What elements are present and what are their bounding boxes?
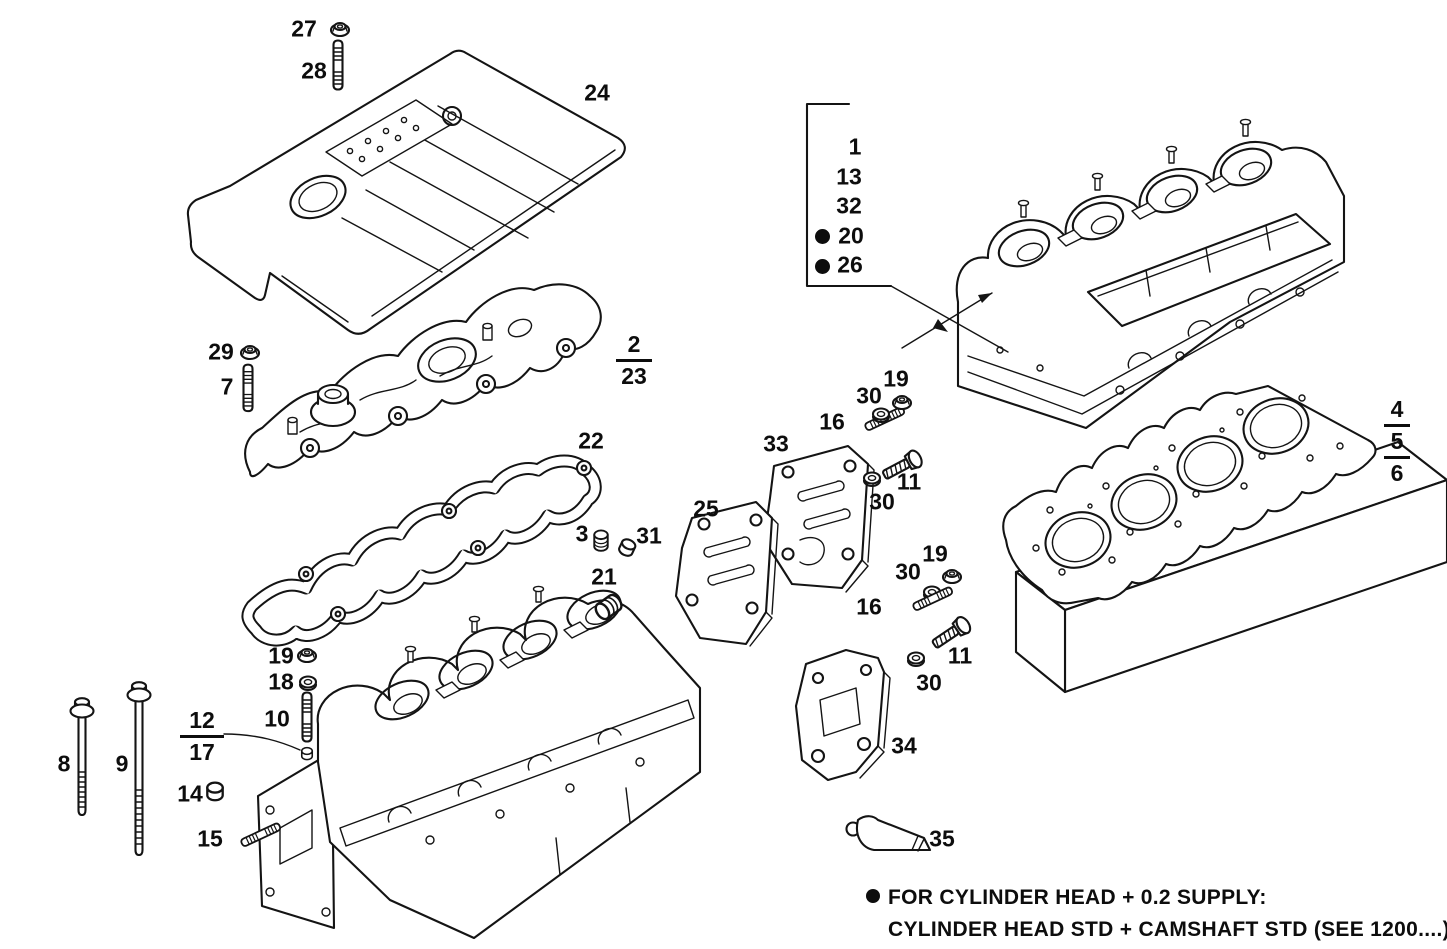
bolt-9-icon	[126, 681, 152, 857]
part-label-29: 29	[208, 338, 234, 365]
mounting-plate-25-art	[674, 500, 779, 647]
cup-plug-31-icon	[616, 536, 638, 559]
part-label-16: 16	[819, 408, 845, 435]
washer-18-icon	[298, 675, 318, 692]
nut-19-icon	[296, 647, 318, 664]
stud-7-icon	[242, 363, 254, 413]
footnote-bullet-icon	[866, 889, 880, 903]
leader-12-17	[223, 733, 301, 751]
plug-12-17-icon	[300, 746, 314, 761]
callout-1: 1	[848, 133, 862, 160]
mounting-plate-33-art	[762, 444, 875, 593]
bracket-34-art	[794, 648, 891, 782]
stud-10-icon	[301, 691, 313, 743]
head-gasket-art	[1002, 384, 1377, 605]
part-label-18: 18	[268, 668, 294, 695]
part-label-11: 11	[896, 468, 922, 495]
engine-cover-art	[186, 49, 626, 335]
washer-30b-icon	[862, 471, 882, 488]
washer-30d-icon	[906, 651, 926, 668]
part-label-30d: 30	[916, 669, 942, 696]
stud-28-icon	[332, 39, 344, 91]
callout-bracket	[223, 102, 1009, 751]
part-label-31: 31	[636, 522, 662, 549]
part-label-19: 19	[268, 642, 294, 669]
nut-27-icon	[329, 21, 351, 38]
plug-3-icon	[593, 529, 609, 552]
part-label-10: 10	[264, 705, 290, 732]
cup-plug-14-icon	[206, 781, 224, 802]
part-label-14: 14	[177, 780, 203, 807]
part-label-8: 8	[57, 750, 71, 777]
part-label-19c: 19	[922, 540, 948, 567]
part-label-30: 30	[856, 382, 882, 409]
part-label-11b: 11	[947, 642, 973, 669]
part-label-24: 24	[584, 79, 610, 106]
bolt-8-icon	[69, 697, 95, 817]
part-label-30c: 30	[895, 558, 921, 585]
part-label-22: 22	[578, 427, 604, 454]
part-label-21: 21	[591, 563, 617, 590]
nut-19c-icon	[941, 568, 963, 585]
part-label-28: 28	[301, 57, 327, 84]
part-label-35: 35	[929, 825, 955, 852]
bullet-dot-26	[815, 259, 830, 274]
washer-30-icon	[871, 407, 891, 424]
part-label-33: 33	[763, 430, 789, 457]
footnote-line-1: FOR CYLINDER HEAD + 0.2 SUPPLY:	[888, 886, 1267, 909]
part-label-4-5-6: 4 5 6	[1384, 398, 1410, 485]
part-label-27: 27	[291, 15, 317, 42]
callout-32: 32	[836, 192, 862, 219]
callout-13: 13	[836, 163, 862, 190]
cylinder-head-assembly-art	[955, 118, 1346, 430]
callout-26: 26	[837, 251, 863, 278]
part-label-19b: 19	[883, 365, 909, 392]
part-label-34: 34	[891, 732, 917, 759]
sealant-tube-art	[845, 815, 932, 852]
part-label-15: 15	[197, 825, 223, 852]
part-label-3: 3	[575, 520, 589, 547]
valve-cover-art	[244, 283, 602, 478]
part-label-9: 9	[115, 750, 129, 777]
bullet-dot-20	[815, 229, 830, 244]
part-label-30b: 30	[869, 488, 895, 515]
nut-29-icon	[239, 344, 261, 361]
part-label-16b: 16	[856, 593, 882, 620]
valve-cover-gasket-art	[241, 454, 602, 647]
footnote-line-2: CYLINDER HEAD STD + CAMSHAFT STD (SEE 12…	[888, 918, 1447, 941]
part-label-7: 7	[220, 373, 234, 400]
callout-20: 20	[838, 222, 864, 249]
cylinder-head-bare-art	[256, 585, 702, 940]
part-label-25: 25	[693, 495, 719, 522]
nut-19b-icon	[891, 394, 913, 411]
